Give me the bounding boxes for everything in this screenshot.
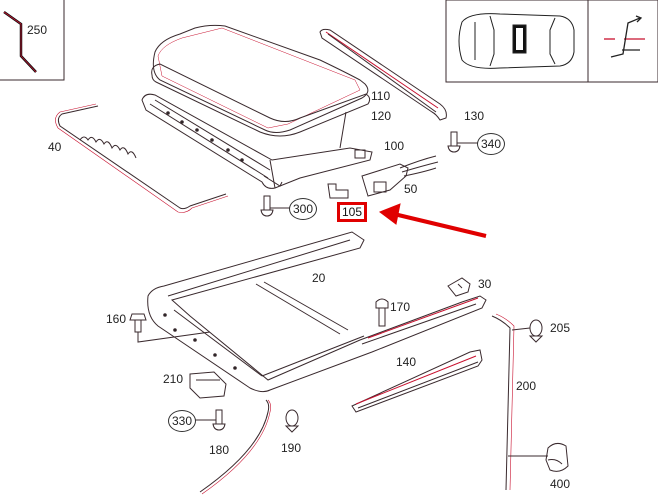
label-part-40[interactable]: 40 xyxy=(48,140,62,154)
screw-300 xyxy=(261,196,290,216)
red-pointer-arrow xyxy=(378,203,486,236)
rail-140 xyxy=(352,350,482,412)
motor-210 xyxy=(190,372,226,398)
bracket-105 xyxy=(328,184,348,198)
car-top-view xyxy=(459,14,574,69)
label-part-250[interactable]: 250 xyxy=(27,23,48,37)
label-part-50[interactable]: 50 xyxy=(404,182,418,196)
grommet-190 xyxy=(286,410,298,432)
label-part-100[interactable]: 100 xyxy=(384,139,405,153)
label-part-130[interactable]: 130 xyxy=(464,109,485,123)
label-part-20[interactable]: 20 xyxy=(312,271,326,285)
frame-100 xyxy=(142,94,372,188)
label-part-300[interactable]: 300 xyxy=(289,198,317,220)
clip-30 xyxy=(448,278,470,296)
bolt-160 xyxy=(130,314,210,342)
screw-330 xyxy=(194,410,225,430)
drain-tube-180 xyxy=(200,400,271,494)
label-part-180[interactable]: 180 xyxy=(209,443,230,457)
label-part-205[interactable]: 205 xyxy=(550,321,571,335)
label-part-160[interactable]: 160 xyxy=(106,312,127,326)
label-part-190[interactable]: 190 xyxy=(281,441,302,455)
glass-panel-110 xyxy=(152,25,370,136)
inset-frame-right xyxy=(446,0,658,82)
seal-40 xyxy=(55,104,228,213)
clip-205 xyxy=(530,320,542,342)
label-part-110[interactable]: 110 xyxy=(371,89,391,103)
bolt-170 xyxy=(376,299,388,326)
label-part-120[interactable]: 120 xyxy=(371,109,392,123)
inset-frame-left xyxy=(0,0,64,80)
slope-transition-symbol xyxy=(604,16,645,57)
harness-50 xyxy=(362,156,438,196)
frame-20 xyxy=(148,232,486,392)
label-part-330[interactable]: 330 xyxy=(168,410,196,432)
label-part-105-highlighted[interactable]: 105 xyxy=(337,202,368,222)
label-part-210[interactable]: 210 xyxy=(163,372,184,386)
label-part-400[interactable]: 400 xyxy=(550,477,571,491)
label-part-170[interactable]: 170 xyxy=(390,300,411,314)
part-250-rod xyxy=(4,12,36,72)
deflector-130 xyxy=(320,29,446,120)
drain-tube-200 xyxy=(492,314,548,490)
label-part-200[interactable]: 200 xyxy=(516,379,537,393)
label-part-140[interactable]: 140 xyxy=(396,355,417,369)
label-part-340[interactable]: 340 xyxy=(477,133,505,155)
screw-340 xyxy=(448,132,478,152)
fitting-400 xyxy=(546,443,568,471)
label-part-30[interactable]: 30 xyxy=(478,277,492,291)
